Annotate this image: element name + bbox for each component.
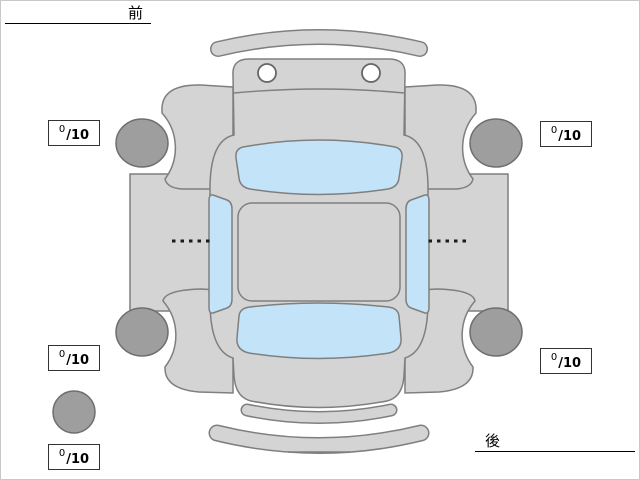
side-window-right: [405, 194, 430, 314]
roof-panel: [237, 202, 401, 302]
tire-score-front-right-value: 0: [550, 125, 558, 136]
tire-score-spare-value: 0: [58, 448, 66, 459]
tire-score-rear-left: 0 /10: [48, 345, 100, 371]
spare-tire: [52, 390, 96, 434]
windshield-glass: [235, 139, 403, 196]
rear-label-text: 後: [485, 432, 501, 450]
tire-score-front-left-max: /10: [66, 128, 90, 143]
rear-trunk-edge: [240, 403, 398, 424]
wheel-front-right: [469, 118, 523, 168]
front-label-text: 前: [127, 4, 143, 22]
side-window-left: [208, 194, 233, 314]
tire-score-front-left: 0 /10: [48, 120, 100, 146]
rear-trunk-edge-shape: [242, 405, 396, 423]
tire-score-rear-left-value: 0: [58, 349, 66, 360]
rear-window-glass: [236, 302, 402, 360]
wheel-front-left: [115, 118, 169, 168]
tire-score-front-left-value: 0: [58, 124, 66, 135]
tire-score-spare-max: /10: [66, 452, 90, 467]
washer-nozzle-right: [361, 63, 381, 83]
hood-seam-line: [233, 88, 405, 94]
front-label: 前: [5, 3, 151, 24]
front-bumper: [210, 29, 428, 57]
tire-score-rear-left-max: /10: [66, 353, 90, 368]
tire-score-rear-right-max: /10: [558, 356, 582, 371]
rear-bumper-shape: [210, 426, 428, 453]
front-bumper-shape: [211, 30, 427, 56]
tire-score-spare: 0 /10: [48, 444, 100, 470]
tire-score-rear-right-value: 0: [550, 352, 558, 363]
washer-nozzle-left: [257, 63, 277, 83]
tire-score-front-right: 0 /10: [540, 121, 592, 147]
rear-label: 後: [475, 431, 635, 452]
tire-score-front-right-max: /10: [558, 129, 582, 144]
rear-bumper: [208, 424, 430, 454]
wheel-rear-right: [469, 307, 523, 357]
wheel-rear-left: [115, 307, 169, 357]
tire-score-rear-right: 0 /10: [540, 348, 592, 374]
